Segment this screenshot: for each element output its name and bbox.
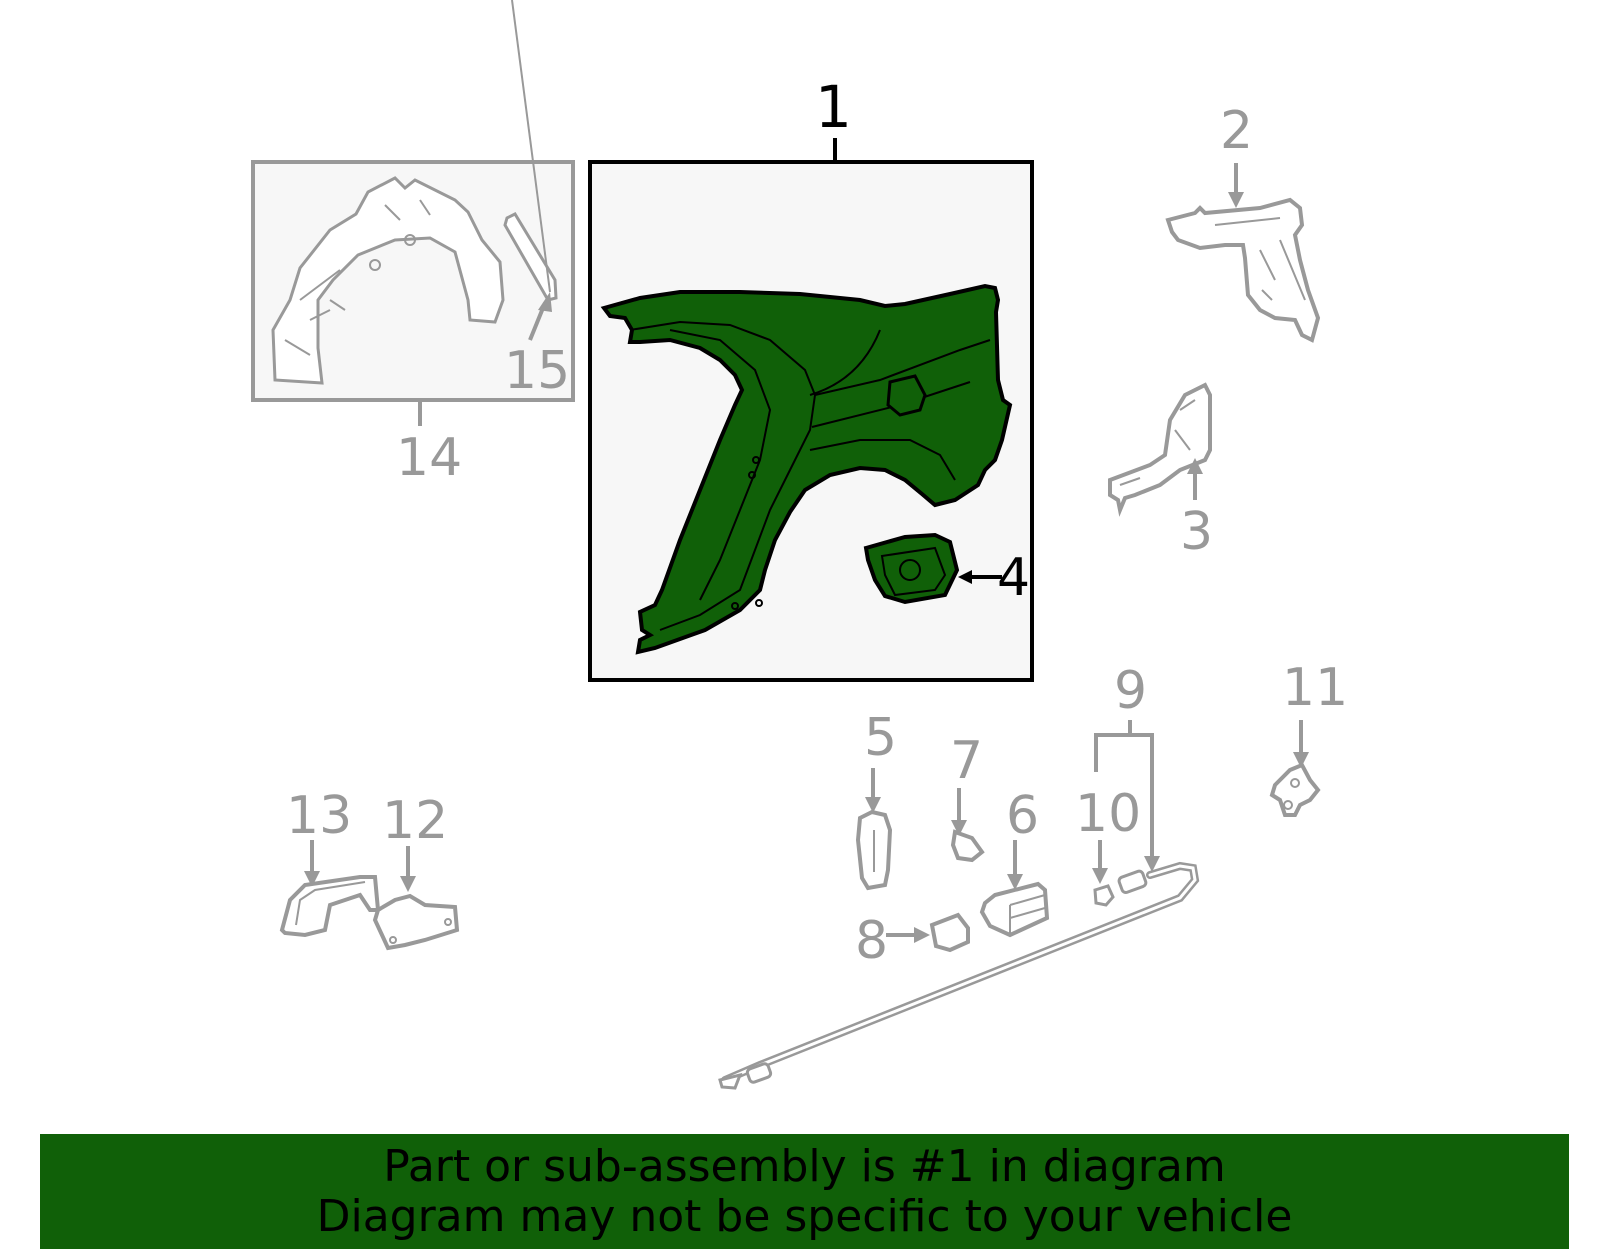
footer-line-1: Part or sub-assembly is #1 in diagram — [383, 1140, 1226, 1192]
callout-15[interactable]: 15 — [504, 341, 571, 401]
callout-8[interactable]: 8 — [855, 911, 889, 971]
part-15-icon — [503, 212, 558, 302]
footer-banner: Part or sub-assembly is #1 in diagram Di… — [40, 1134, 1569, 1249]
part-13-icon — [279, 875, 381, 938]
callout-10[interactable]: 10 — [1075, 784, 1142, 844]
callout-13[interactable]: 13 — [286, 786, 353, 846]
part-12-icon — [372, 893, 460, 951]
part-8-group[interactable] — [886, 912, 970, 953]
callout-3[interactable]: 3 — [1180, 502, 1214, 562]
wheelhouse-icon — [271, 176, 505, 385]
part-2-icon — [1165, 197, 1321, 343]
part-7-icon — [950, 829, 985, 863]
fuel-door-housing-icon — [863, 532, 960, 605]
footer-line-2: Diagram may not be specific to your vehi… — [316, 1190, 1293, 1242]
part-11-group[interactable] — [1269, 720, 1321, 817]
part-5-group[interactable] — [855, 768, 893, 891]
part-14-group[interactable] — [251, 0, 575, 426]
callout-4[interactable]: 4 — [997, 548, 1031, 608]
part-6-icon — [979, 881, 1050, 938]
part-11-icon — [1269, 762, 1321, 817]
callout-9[interactable]: 9 — [1114, 661, 1148, 721]
part-13-group[interactable] — [279, 840, 381, 938]
part-8-icon — [929, 912, 970, 953]
part-10-group[interactable] — [1092, 840, 1115, 907]
part-7-group[interactable] — [950, 788, 985, 863]
part-3-group[interactable] — [1108, 382, 1212, 517]
part-10-icon — [1093, 884, 1115, 907]
part-9-group[interactable] — [718, 720, 1200, 1090]
callout-11[interactable]: 11 — [1282, 658, 1349, 718]
part-6-group[interactable] — [979, 840, 1050, 938]
callout-1[interactable]: 1 — [815, 73, 852, 141]
callout-7[interactable]: 7 — [950, 731, 984, 791]
part-2-group[interactable] — [1165, 163, 1321, 343]
callout-14[interactable]: 14 — [396, 428, 463, 488]
callout-6[interactable]: 6 — [1006, 786, 1040, 846]
part-12-group[interactable] — [372, 846, 460, 951]
callout-12[interactable]: 12 — [382, 791, 449, 851]
callout-2[interactable]: 2 — [1220, 101, 1254, 161]
part-1-group[interactable] — [588, 138, 1034, 682]
callout-5[interactable]: 5 — [864, 708, 898, 768]
